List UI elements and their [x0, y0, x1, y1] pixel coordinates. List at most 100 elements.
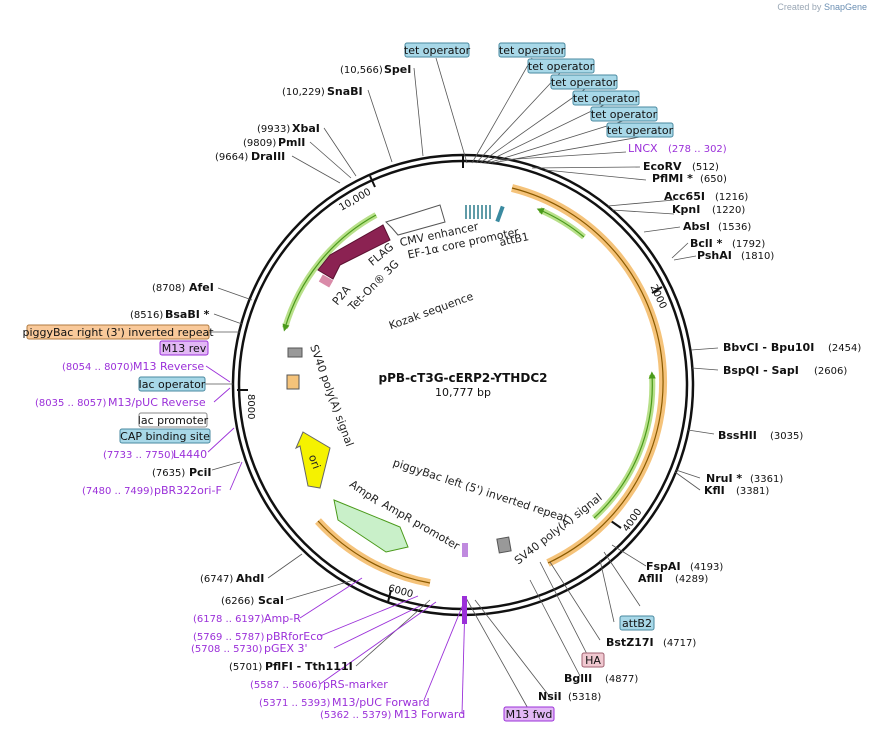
- orf-arc-right-line: [511, 187, 664, 564]
- enzyme-AhdI-pos: (6747): [200, 574, 233, 585]
- ha-label: HA: [585, 654, 601, 667]
- ampr-label: AmpR: [347, 478, 382, 508]
- enzyme-FspAI-pos: (4193): [690, 562, 723, 573]
- tet3g-arrow: [317, 224, 391, 280]
- enzyme-KflI-pos: (3381): [736, 486, 769, 497]
- credit: Created by SnapGene: [777, 2, 867, 12]
- enzyme-PmlI: PmlI: [278, 136, 305, 149]
- sv40-left-label: SV40 poly(A) signal: [307, 343, 356, 448]
- enzyme-SnaBI: SnaBI: [327, 85, 363, 98]
- enzyme-NsiI: NsiI: [538, 690, 562, 703]
- enzyme-AbsI-pos: (1536): [718, 222, 751, 233]
- enzyme-BbvCI-pos: (2454): [828, 343, 861, 354]
- enzyme-BssHII-pos: (3035): [770, 431, 803, 442]
- enzyme-NsiI-pos: (5318): [568, 692, 601, 703]
- lacprom-box: [138, 412, 208, 428]
- enzyme-BstZ17I-pos: (4717): [663, 638, 696, 649]
- enzyme-EcoRV-pos: (512): [692, 162, 719, 173]
- enzyme-BclI: BclI *: [690, 237, 723, 250]
- green-arc-1-line: [536, 208, 585, 238]
- enzyme-BclI-pos: (1792): [732, 239, 765, 250]
- enzyme-KflI: KflI: [704, 484, 725, 497]
- lncx-pos: (278 .. 302): [668, 144, 727, 155]
- enzyme-PciI: PciI: [189, 466, 211, 479]
- primers: (8054 .. 8070)M13 Reverse (8035 .. 8057)…: [35, 360, 465, 721]
- primer-lines: [205, 365, 466, 715]
- credit-brand: SnapGene: [823, 2, 867, 12]
- pb-right-box: [26, 324, 210, 340]
- pb-left-label: piggyBac left (5') inverted repeat: [391, 456, 570, 525]
- enzyme-KpnI-pos: (1220): [712, 205, 745, 216]
- enzymes-left: (10,566)SpeI (10,229)SnaBI (9933)XbaI (9…: [130, 63, 411, 673]
- cap-label: CAP binding site: [120, 430, 210, 443]
- enzyme-PshAI: PshAI: [697, 249, 732, 262]
- enzyme-FspAI: FspAI: [646, 560, 681, 573]
- enzyme-AfeI-pos: (8708): [152, 283, 185, 294]
- tick-10000: 10,000: [337, 187, 373, 214]
- enzyme-BspQI-pos: (2606): [814, 366, 847, 377]
- p2a-box: [318, 274, 334, 288]
- enzyme-EcoRV: EcoRV: [643, 160, 682, 173]
- enzyme-Acc65I-pos: (1216): [715, 192, 748, 203]
- lacop-label: lac operator: [139, 378, 206, 391]
- enzyme-BstZ17I: BstZ17I: [606, 636, 654, 649]
- primer-prs: pRS-marker: [323, 678, 388, 691]
- primer-l4440: L4440: [173, 448, 207, 461]
- tick-8000: 8000: [245, 394, 256, 419]
- lncx-label: LNCX: [628, 142, 658, 155]
- primer-pbrforeco: pBRforEco: [266, 630, 323, 643]
- enzyme-NruI: NruI *: [706, 472, 742, 485]
- cap-box: [119, 428, 211, 444]
- attb1-label: attB1: [498, 230, 530, 249]
- enzyme-SpeI: SpeI: [384, 63, 411, 76]
- primer-m13rev-pos: (8054 .. 8070): [62, 362, 134, 373]
- primer-m13fwd: M13 Forward: [394, 708, 465, 721]
- attb1-mark: [495, 205, 505, 223]
- orf-arc-left-line: [317, 520, 431, 584]
- primer-ampr: Amp-R: [264, 612, 301, 625]
- enzyme-AflII-pos: (4289): [675, 574, 708, 585]
- enzyme-PflMI: PflMI *: [652, 172, 693, 185]
- enzyme-BglII: BglII: [564, 672, 592, 685]
- enzyme-ScaI-pos: (6266): [221, 596, 254, 607]
- enzyme-XbaI-pos: (9933): [257, 124, 290, 135]
- enzyme-BspQI: BspQI - SapI: [723, 364, 799, 377]
- attb2-box: [619, 615, 655, 631]
- tet-op-label-1: tet operator: [404, 44, 471, 57]
- primer-m13fwd-pos: (5362 .. 5379): [320, 710, 392, 721]
- enzyme-BglII-pos: (4877): [605, 674, 638, 685]
- primer-m13rev: M13 Reverse: [133, 360, 204, 373]
- primer-pgex: pGEX 3': [264, 642, 308, 655]
- enzyme-XbaI: XbaI: [292, 122, 320, 135]
- enzyme-Acc65I: Acc65I: [664, 190, 705, 203]
- green-arc-3-line: [282, 214, 377, 332]
- enzyme-BsaBI: BsaBI *: [165, 308, 210, 321]
- tet-operator-ticks: [465, 205, 491, 219]
- enzyme-AbsI: AbsI: [683, 220, 710, 233]
- primer-pbr322-pos: (7480 .. 7499): [82, 486, 154, 497]
- enzyme-PshAI-pos: (1810): [741, 251, 774, 262]
- primer-m13puc-fwd: M13/pUC Forward: [332, 696, 430, 709]
- ori-label: ori: [306, 453, 323, 471]
- enzyme-BbvCI: BbvCI - Bpu10I: [723, 341, 814, 354]
- lacprom-label: lac promoter: [138, 414, 209, 427]
- m13rev-label: M13 rev: [162, 342, 207, 355]
- tet-op-label-3: tet operator: [528, 60, 595, 73]
- ampr-arrow: [333, 499, 409, 553]
- enzyme-PflMI-pos: (650): [700, 174, 727, 185]
- pb-right-label: piggyBac right (3') inverted repeat: [22, 326, 214, 339]
- enzyme-AhdI: AhdI: [236, 572, 264, 585]
- tet-op-label-4: tet operator: [551, 76, 618, 89]
- plasmid-name: pPB-cT3G-cERP2-YTHDC2: [379, 371, 548, 385]
- pb-left-box: [462, 543, 468, 557]
- lacop-box: [138, 376, 206, 392]
- m13fwd-label: M13 fwd: [506, 708, 553, 721]
- tet-operators: tet operator tet operator tet operator t…: [404, 42, 674, 138]
- ha-box: [581, 652, 605, 668]
- lac-region-box: [286, 374, 300, 390]
- primer-pgex-pos: (5708 .. 5730): [191, 644, 263, 655]
- primer-prs-pos: (5587 .. 5606): [250, 680, 322, 691]
- enzyme-PmlI-pos: (9809): [243, 138, 276, 149]
- primer-m13puc-rev: M13/pUC Reverse: [108, 396, 206, 409]
- sv40-left-box: [287, 347, 303, 358]
